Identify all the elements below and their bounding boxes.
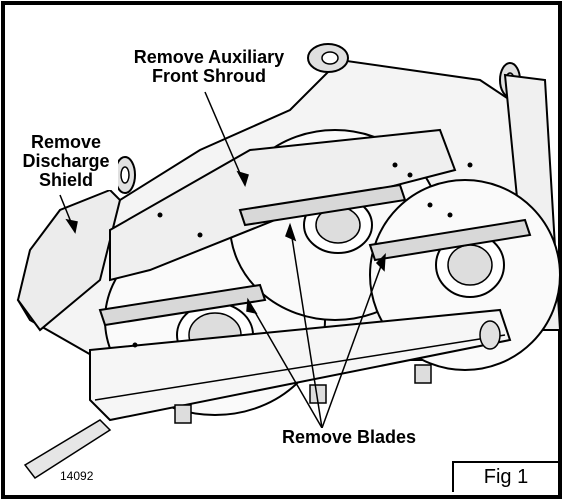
callout-aux-line1: Remove Auxiliary — [133, 47, 285, 67]
callout-disch-line1: Remove — [30, 132, 102, 152]
figure-label-box: Fig 1 — [452, 461, 558, 492]
leader-lines — [59, 91, 386, 429]
part-code: 14092 — [60, 469, 94, 483]
callout-remove-blades: Remove Blades — [280, 427, 419, 447]
callout-disch-line3: Shield — [38, 170, 93, 190]
front-roller-wheel-top — [307, 43, 349, 73]
blade-right — [368, 218, 532, 262]
skirt-bracket-1 — [174, 404, 192, 424]
callout-disch-line2: Discharge — [22, 151, 110, 171]
discharge-shield — [16, 188, 122, 332]
front-roller-wheel-left — [114, 156, 136, 194]
blade-left — [98, 283, 267, 327]
callout-discharge-shield: Remove Discharge Shield — [14, 133, 118, 190]
callout-auxiliary-front-shroud: Remove Auxiliary Front Shroud — [118, 48, 300, 86]
skirt-bracket-3 — [414, 364, 432, 384]
deck-bolts — [132, 162, 473, 348]
skirt-roller — [479, 320, 501, 350]
blade-center — [238, 183, 407, 227]
figure-label: Fig 1 — [483, 466, 529, 488]
rear-skirt — [89, 308, 512, 422]
skirt-edge — [94, 334, 506, 401]
callout-aux-line2: Front Shroud — [152, 66, 266, 86]
rear-roller-bar — [23, 419, 112, 480]
